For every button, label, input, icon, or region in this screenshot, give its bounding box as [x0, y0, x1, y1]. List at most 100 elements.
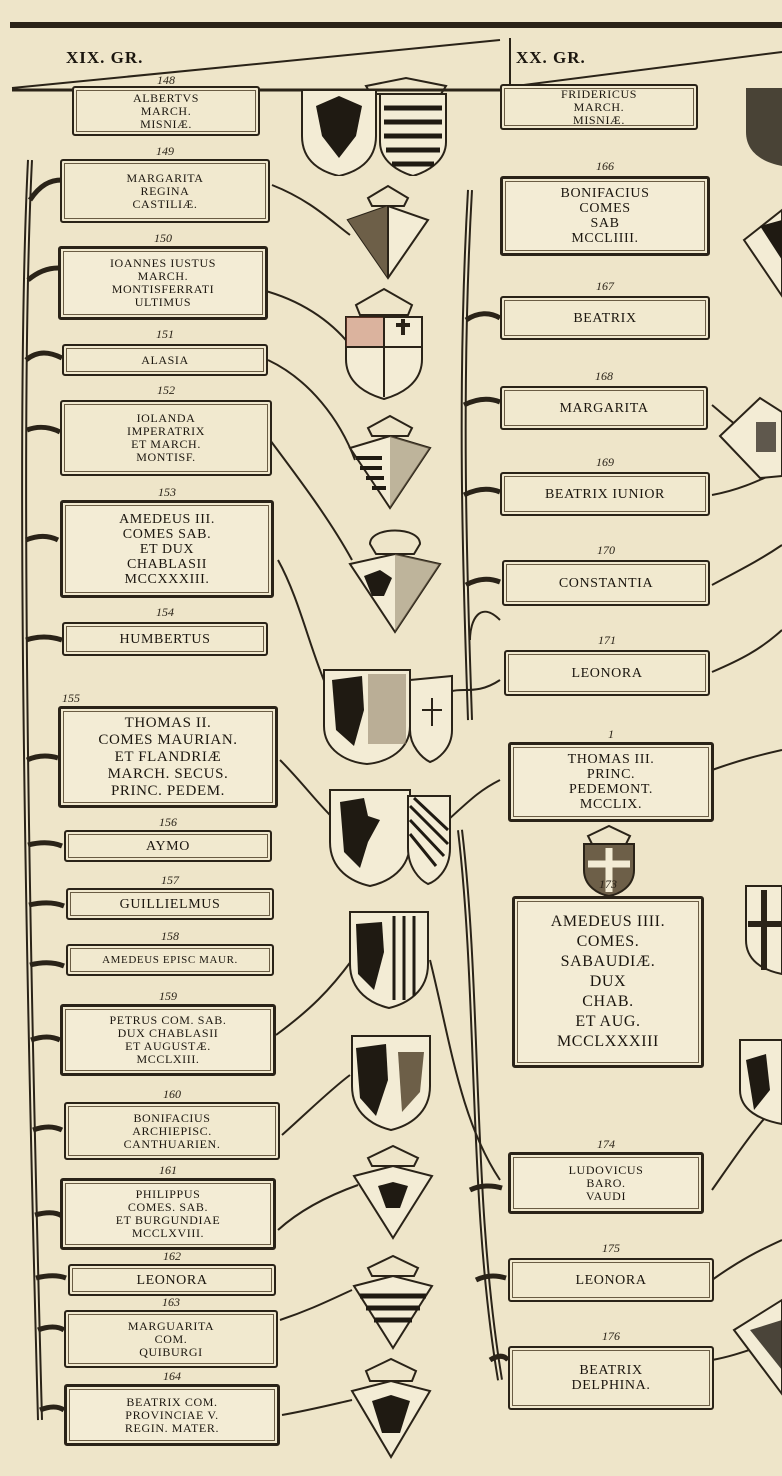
- arms-shield-150-icon: [334, 285, 434, 401]
- person-name: BEATRIX: [573, 310, 637, 326]
- person-name: BONIFACIUS COMES SAB MCCLIIII.: [560, 186, 650, 246]
- name-scroll: FRIDERICUS MARCH. MISNIÆ.: [500, 84, 698, 130]
- person-name: AMEDEUS EPISC MAUR.: [102, 953, 238, 966]
- person-name: BEATRIX COM. PROVINCIAE V. REGIN. MATER.: [124, 1394, 220, 1435]
- person-name: LEONORA: [571, 665, 643, 681]
- name-scroll: PETRUS COM. SAB. DUX CHABLASII ET AUGUST…: [60, 1004, 276, 1076]
- arms-shield-163-icon: [348, 1252, 438, 1352]
- person-node-154: 154 HUMBERTUS: [62, 606, 268, 656]
- name-scroll: BEATRIX: [500, 296, 710, 340]
- generation-header-left: XIX. GR.: [66, 48, 144, 67]
- person-node-151: 151 ALASIA: [62, 328, 268, 376]
- name-scroll: BEATRIX COM. PROVINCIAE V. REGIN. MATER.: [64, 1384, 280, 1446]
- person-name: CONSTANTIA: [558, 575, 654, 591]
- name-scroll: PHILIPPUS COMES. SAB. ET BURGUNDIAE MCCL…: [60, 1178, 276, 1250]
- person-node-166: 166 BONIFACIUS COMES SAB MCCLIIII.: [500, 160, 710, 256]
- person-node-148: 148 ALBERTVS MARCH. MISNIÆ.: [72, 74, 260, 136]
- name-scroll: MARGARITA REGINA CASTILIÆ.: [60, 159, 270, 223]
- person-node-149: 149 MARGARITA REGINA CASTILIÆ.: [60, 145, 270, 223]
- person-node-172: 1 THOMAS III. PRINC. PEDEMONT. MCCLIX.: [508, 728, 714, 822]
- generation-header-right: XX. GR.: [516, 48, 586, 67]
- person-name: PHILIPPUS COMES. SAB. ET BURGUNDIAE MCCL…: [115, 1187, 221, 1240]
- person-node-152: 152 IOLANDA IMPERATRIX ET MARCH. MONTISF…: [60, 384, 272, 476]
- arms-edge-4-icon: [742, 880, 782, 980]
- arms-edge-1-icon: [742, 82, 782, 172]
- person-name: LUDOVICUS BARO. VAUDI: [568, 1162, 644, 1203]
- person-number: 174: [597, 1137, 615, 1151]
- person-name: BEATRIX DELPHINA.: [571, 1363, 651, 1393]
- person-number: 155: [62, 691, 80, 705]
- person-name: GUILLIELMUS: [119, 896, 221, 912]
- name-scroll: AMEDEUS EPISC MAUR.: [66, 944, 274, 976]
- person-number: 148: [157, 73, 175, 87]
- person-number: 173: [599, 877, 617, 891]
- person-number: 159: [159, 989, 177, 1003]
- name-scroll: BONIFACIUS COMES SAB MCCLIIII.: [500, 176, 710, 256]
- person-node-171: 171 LEONORA: [504, 634, 710, 696]
- person-number: 176: [602, 1329, 620, 1343]
- person-node-155: 155 THOMAS II. COMES MAURIAN. ET FLANDRI…: [58, 692, 278, 808]
- person-node-169: 169 BEATRIX IUNIOR: [500, 456, 710, 516]
- person-name: AMEDEUS IIII. COMES. SABAUDIÆ. DUX CHAB.…: [550, 913, 666, 1050]
- name-scroll: LUDOVICUS BARO. VAUDI: [508, 1152, 704, 1214]
- name-scroll: LEONORA: [68, 1264, 276, 1296]
- person-name: PETRUS COM. SAB. DUX CHABLASII ET AUGUST…: [109, 1013, 227, 1066]
- person-number: 153: [158, 485, 176, 499]
- person-number: 170: [597, 543, 615, 557]
- person-number: 166: [596, 159, 614, 173]
- arms-savoy-cross-icon: [574, 824, 644, 898]
- arms-triple-shield-icon: [318, 650, 456, 766]
- person-name: THOMAS III. PRINC. PEDEMONT. MCCLIX.: [567, 752, 655, 812]
- name-scroll: ALASIA: [62, 344, 268, 376]
- name-scroll: CONSTANTIA: [502, 560, 710, 606]
- arms-crowned-pair-icon: [296, 66, 486, 178]
- person-name: THOMAS II. COMES MAURIAN. ET FLANDRIÆ MA…: [98, 714, 238, 799]
- person-node-157: 157 GUILLIELMUS: [66, 874, 274, 920]
- person-number: 157: [161, 873, 179, 887]
- name-scroll: BEATRIX IUNIOR: [500, 472, 710, 516]
- person-number: 161: [159, 1163, 177, 1177]
- person-name: IOANNES IUSTUS MARCH. MONTISFERRATI ULTI…: [109, 256, 217, 309]
- person-name: MARGARITA: [559, 400, 649, 416]
- person-node-164: 164 BEATRIX COM. PROVINCIAE V. REGIN. MA…: [64, 1370, 280, 1446]
- person-name: AYMO: [146, 838, 190, 854]
- name-scroll: LEONORA: [508, 1258, 714, 1302]
- person-number: 152: [157, 383, 175, 397]
- person-name: FRIDERICUS MARCH. MISNIÆ.: [560, 86, 637, 127]
- person-node-175: 175 LEONORA: [508, 1242, 714, 1302]
- name-scroll: AMEDEUS IIII. COMES. SABAUDIÆ. DUX CHAB.…: [512, 896, 704, 1068]
- person-name: ALASIA: [141, 352, 189, 367]
- person-node-156: 156 AYMO: [64, 816, 272, 862]
- person-name: AMEDEUS III. COMES SAB. ET DUX CHABLASII…: [119, 511, 215, 587]
- person-number: 175: [602, 1241, 620, 1255]
- arms-shield-159-icon: [344, 900, 434, 1010]
- person-node-158: 158 AMEDEUS EPISC MAUR.: [66, 930, 274, 976]
- name-scroll: THOMAS III. PRINC. PEDEMONT. MCCLIX.: [508, 742, 714, 822]
- name-scroll: ALBERTVS MARCH. MISNIÆ.: [72, 86, 260, 136]
- person-number: 149: [156, 144, 174, 158]
- name-scroll: MARGUARITA COM. QUIBURGI: [64, 1310, 278, 1368]
- arms-shield-152-icon: [340, 410, 440, 510]
- person-number: 169: [596, 455, 614, 469]
- arms-lion-shield-icon: [324, 772, 454, 888]
- person-node-165: FRIDERICUS MARCH. MISNIÆ.: [500, 76, 698, 130]
- person-number: 163: [162, 1295, 180, 1309]
- name-scroll: AYMO: [64, 830, 272, 862]
- person-node-159: 159 PETRUS COM. SAB. DUX CHABLASII ET AU…: [60, 990, 276, 1076]
- person-name: ALBERTVS MARCH. MISNIÆ.: [132, 90, 200, 131]
- name-scroll: BONIFACIUS ARCHIEPISC. CANTHUARIEN.: [64, 1102, 280, 1160]
- person-node-150: 150 IOANNES IUSTUS MARCH. MONTISFERRATI …: [58, 232, 268, 320]
- person-number: 171: [598, 633, 616, 647]
- name-scroll: THOMAS II. COMES MAURIAN. ET FLANDRIÆ MA…: [58, 706, 278, 808]
- name-scroll: MARGARITA: [500, 386, 708, 430]
- person-number: 167: [596, 279, 614, 293]
- person-node-167: 167 BEATRIX: [500, 280, 710, 340]
- person-node-168: 168 MARGARITA: [500, 370, 708, 430]
- person-number: 151: [156, 327, 174, 341]
- arms-shield-160-icon: [346, 1022, 436, 1132]
- person-name: LEONORA: [136, 1272, 208, 1288]
- name-scroll: LEONORA: [504, 650, 710, 696]
- name-scroll: BEATRIX DELPHINA.: [508, 1346, 714, 1410]
- name-scroll: IOLANDA IMPERATRIX ET MARCH. MONTISF.: [60, 400, 272, 476]
- person-name: IOLANDA IMPERATRIX ET MARCH. MONTISF.: [126, 411, 205, 464]
